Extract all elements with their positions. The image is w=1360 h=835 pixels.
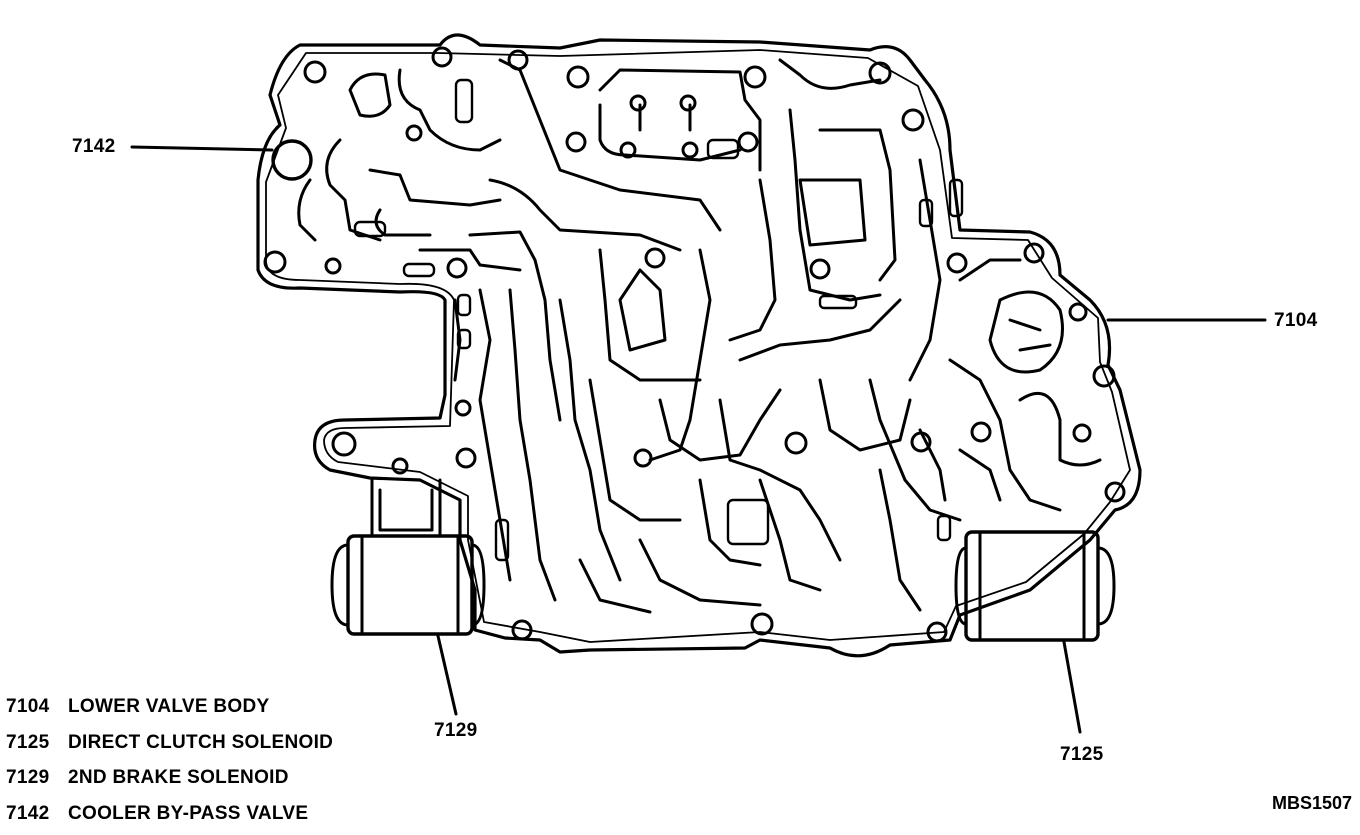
legend-label: COOLER BY-PASS VALVE (68, 803, 308, 824)
cooler-bypass-valve (273, 141, 311, 179)
leader-7129 (438, 636, 456, 714)
legend-number: 7142 (6, 800, 68, 828)
leader-7142 (132, 147, 272, 150)
figure-code: MBS1507 (1272, 793, 1352, 814)
leader-7125 (1064, 642, 1080, 732)
callout-7142: 7142 (72, 136, 115, 158)
callout-7125: 7125 (1060, 744, 1103, 766)
legend-number: 7125 (6, 729, 68, 757)
legend-label: 2ND BRAKE SOLENOID (68, 767, 289, 788)
legend-label: LOWER VALVE BODY (68, 696, 270, 717)
legend-label: DIRECT CLUTCH SOLENOID (68, 732, 333, 753)
callout-7129: 7129 (434, 720, 477, 742)
legend-number: 7104 (6, 693, 68, 721)
legend-number: 7129 (6, 764, 68, 792)
bolt-holes (265, 48, 1124, 641)
callout-7104: 7104 (1274, 310, 1317, 332)
valve-body-outline (258, 35, 1140, 656)
valve-body-inner-outline (266, 50, 1130, 642)
